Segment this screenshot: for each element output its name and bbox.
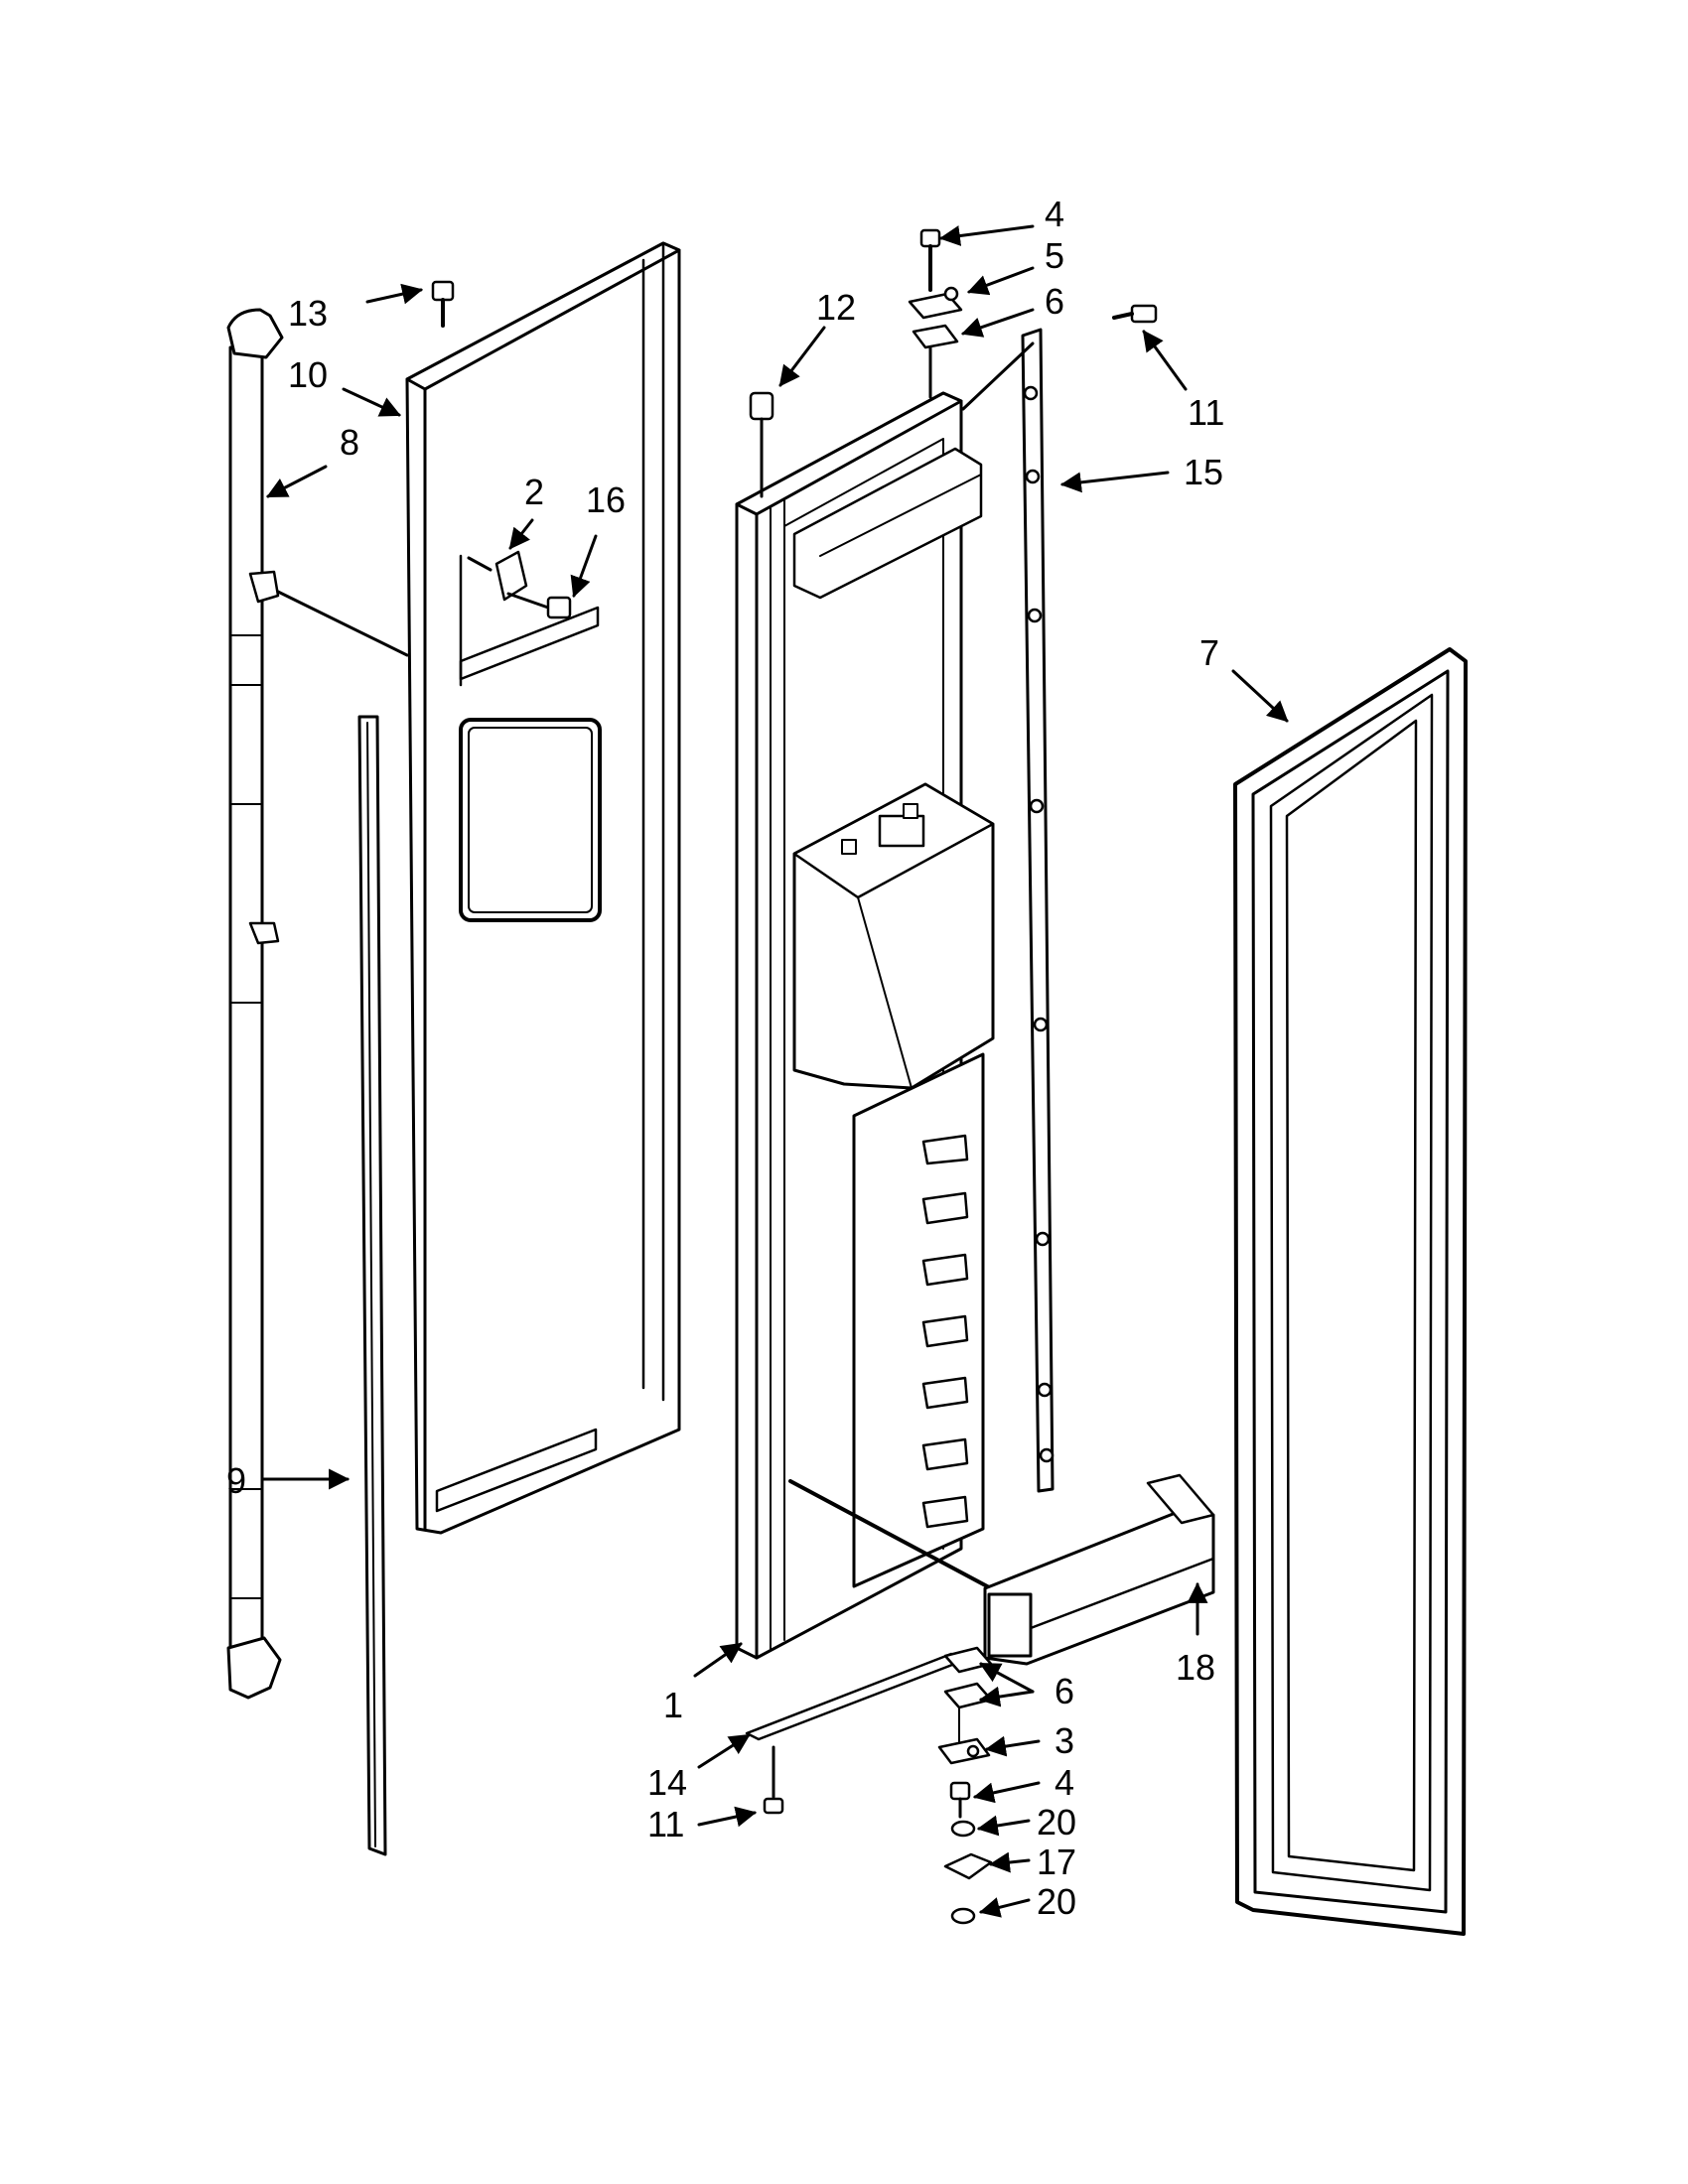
callout-11-top: 11	[1188, 392, 1224, 433]
callout-5: 5	[1045, 235, 1064, 276]
handle-screw-part	[431, 280, 455, 328]
leader-lines	[260, 224, 1289, 1918]
trim-left-part	[357, 715, 387, 1856]
callout-3: 3	[1055, 1720, 1074, 1761]
upper-hinge-parts	[908, 228, 963, 399]
callout-15: 15	[1184, 452, 1223, 492]
trim-right-part	[961, 328, 1055, 1493]
callout-16: 16	[586, 479, 626, 520]
callout-20-upper: 20	[1037, 1802, 1076, 1843]
callout-10: 10	[288, 354, 328, 395]
callout-labels: 13 10 8 2 16 12 4 5 6 11 15 7 9 1 18 6 3…	[226, 194, 1224, 1922]
callout-8: 8	[340, 422, 359, 463]
callout-14: 14	[647, 1762, 687, 1803]
callout-4-bottom: 4	[1055, 1762, 1074, 1803]
callout-6-top: 6	[1045, 281, 1064, 322]
bottom-trim-part	[745, 1652, 967, 1815]
callout-9: 9	[226, 1460, 246, 1501]
bushing-part	[749, 391, 774, 498]
callout-17: 17	[1037, 1842, 1076, 1882]
callout-2: 2	[524, 472, 544, 512]
plate-part	[467, 550, 572, 619]
callout-18: 18	[1176, 1647, 1215, 1688]
lower-hinge-parts	[937, 1646, 993, 1925]
outer-door-panel-part	[405, 241, 681, 1535]
callout-11-bottom: 11	[647, 1804, 684, 1844]
door-bin-part	[788, 1473, 1215, 1666]
callout-6-bottom: 6	[1055, 1671, 1074, 1711]
door-assembly-part	[735, 391, 995, 1660]
door-gasket-part	[1233, 647, 1468, 1936]
callout-13: 13	[288, 293, 328, 334]
callout-7: 7	[1199, 632, 1219, 673]
upper-right-screw-part	[1112, 304, 1158, 324]
callout-1: 1	[663, 1685, 683, 1725]
callout-20-lower: 20	[1037, 1881, 1076, 1922]
callout-4-top: 4	[1045, 194, 1064, 234]
callout-12: 12	[816, 287, 856, 328]
handle-part	[226, 308, 409, 1700]
